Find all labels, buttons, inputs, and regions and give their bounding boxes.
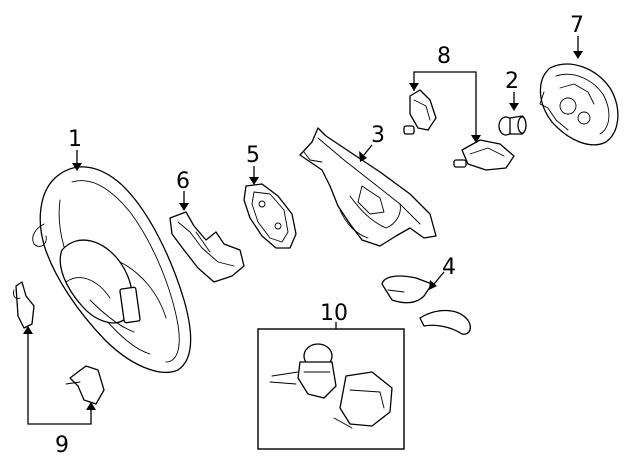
callout-9: 9	[55, 433, 69, 458]
callout-8: 8	[437, 44, 451, 69]
part-6-bracket	[169, 211, 245, 283]
callout-6: 6	[176, 169, 190, 194]
callout-2: 2	[505, 69, 519, 94]
leader-lines	[23, 36, 583, 425]
part-7-airbag	[539, 63, 619, 146]
part-4-trim	[381, 275, 472, 335]
callout-1: 1	[68, 127, 82, 152]
callout-7: 7	[570, 13, 584, 38]
callout-4: 4	[442, 255, 456, 280]
callout-10: 10	[320, 301, 348, 326]
callout-3: 3	[371, 123, 385, 148]
part-8-switches	[403, 89, 515, 171]
part-10-frame	[257, 328, 405, 450]
part-2-pin	[498, 115, 527, 136]
callout-labels: 1 2 3 4 5 6 7 8 9 10	[55, 13, 584, 458]
callout-5: 5	[246, 143, 260, 168]
part-1-steering-wheel	[32, 166, 192, 373]
part-10-assembly	[257, 328, 405, 450]
part-5-plate	[243, 183, 297, 249]
part-9-clips	[13, 281, 105, 405]
part-3-lower-cover	[299, 127, 437, 247]
